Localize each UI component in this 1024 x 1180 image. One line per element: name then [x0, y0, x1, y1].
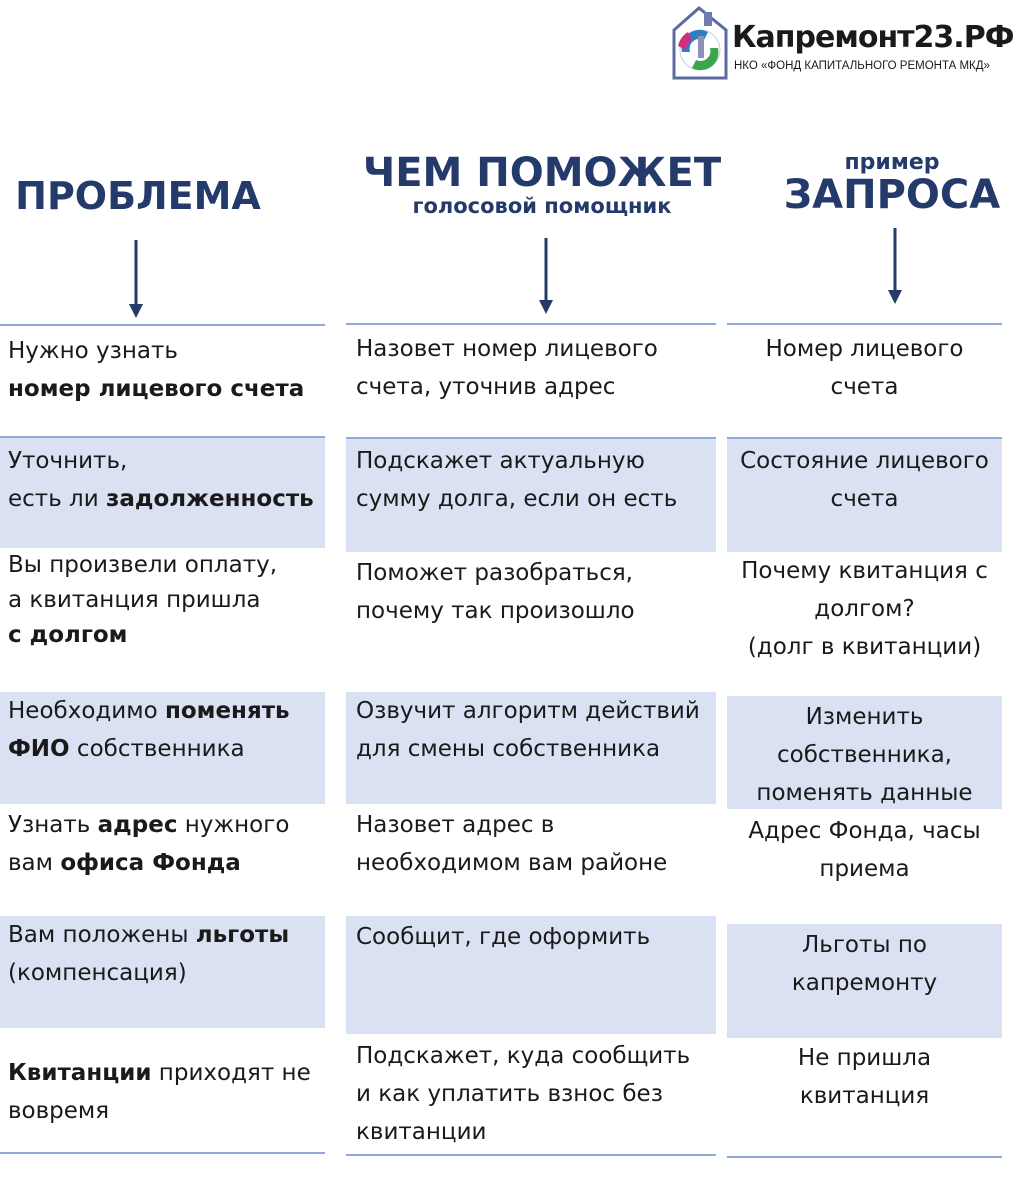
- text: квитанция: [799, 1083, 930, 1109]
- text: Уточнить,: [8, 448, 128, 474]
- text: вам: [8, 850, 61, 876]
- logo: Капремонт23.РФ НКО «ФОНД КАПИТАЛЬНОГО РЕ…: [668, 6, 1018, 84]
- text: Льготы по: [802, 932, 927, 958]
- example-cell-5: Адрес Фонда, часы приема: [727, 810, 1002, 924]
- problem-cell-5: Узнать адрес нужного вам офиса Фонда: [0, 804, 325, 916]
- text: (компенсация): [8, 960, 187, 986]
- text-bold: поменять: [164, 698, 290, 724]
- text-bold: Квитанции: [8, 1060, 152, 1086]
- header-help: ЧЕМ ПОМОЖЕТ: [362, 150, 722, 196]
- text: Назовет номер лицевого: [356, 336, 658, 362]
- text: собственника: [69, 736, 245, 762]
- logo-title[interactable]: Капремонт23.РФ: [732, 20, 1014, 55]
- text: квитанции: [356, 1119, 487, 1145]
- arrow-down-icon: [537, 238, 555, 316]
- arrow-down-icon: [127, 240, 145, 320]
- text: Номер лицевого: [765, 336, 964, 362]
- text-bold: задолженность: [106, 486, 314, 512]
- text: вовремя: [8, 1098, 110, 1124]
- text: капремонту: [791, 970, 938, 996]
- problem-cell-3: Вы произвели оплату, а квитанция пришла …: [0, 548, 325, 692]
- help-cell-3: Поможет разобраться, почему так произошл…: [346, 552, 716, 692]
- text: (долг в квитанции): [747, 634, 982, 660]
- help-cell-4: Озвучит алгоритм действий для смены собс…: [346, 692, 716, 804]
- text: Состояние лицевого: [740, 448, 989, 474]
- problem-cell-4: Необходимо поменять ФИО собственника: [0, 692, 325, 804]
- text: Почему квитанция с: [741, 558, 988, 584]
- text-bold: адрес: [97, 812, 178, 838]
- help-cell-6: Сообщит, где оформить: [346, 916, 716, 1034]
- problem-cell-1: Нужно узнать номер лицевого счета: [0, 324, 325, 436]
- example-cell-3: Почему квитанция с долгом? (долг в квита…: [727, 552, 1002, 696]
- text: счета: [830, 486, 899, 512]
- text: Озвучит алгоритм действий: [356, 698, 700, 724]
- text: собственника,: [777, 742, 952, 768]
- text: приходят не: [151, 1060, 311, 1086]
- help-cell-1: Назовет номер лицевого счета, уточнив ад…: [346, 323, 716, 437]
- help-cell-7: Подскажет, куда сообщить и как уплатить …: [346, 1036, 716, 1156]
- help-cell-2: Подскажет актуальную сумму долга, если о…: [346, 437, 716, 552]
- text: счета: [830, 374, 899, 400]
- text: Поможет разобраться,: [356, 560, 633, 586]
- text: Подскажет, куда сообщить: [356, 1043, 691, 1069]
- header-example: ЗАПРОСА: [783, 172, 1001, 218]
- text-bold: номер лицевого счета: [8, 376, 305, 402]
- text: Вы произвели оплату,: [8, 552, 278, 578]
- header-example-subtitle: пример: [844, 150, 940, 175]
- example-cell-1: Номер лицевого счета: [727, 323, 1002, 437]
- problem-cell-7: Квитанции приходят не вовремя: [0, 1034, 325, 1154]
- arrow-down-icon: [886, 228, 904, 306]
- text: и как уплатить взнос без: [356, 1081, 663, 1107]
- text-bold: с долгом: [8, 622, 128, 648]
- text: сумму долга, если он есть: [356, 486, 678, 512]
- problem-cell-2: Уточнить, есть ли задолженность: [0, 436, 325, 548]
- text: необходимом вам районе: [356, 850, 668, 876]
- problem-cell-6: Вам положены льготы (компенсация): [0, 916, 325, 1028]
- example-cell-4: Изменить собственника, поменять данные: [727, 696, 1002, 809]
- logo-subtitle: НКО «ФОНД КАПИТАЛЬНОГО РЕМОНТА МКД»: [734, 60, 990, 72]
- text: есть ли: [8, 486, 107, 512]
- text: нужного: [177, 812, 290, 838]
- example-cell-6: Льготы по капремонту: [727, 924, 1002, 1038]
- example-cell-7: Не пришла квитанция: [727, 1038, 1002, 1158]
- text: счета, уточнив адрес: [356, 374, 616, 400]
- text: поменять данные: [756, 780, 973, 806]
- text-bold: льготы: [195, 922, 290, 948]
- text: долгом?: [814, 596, 915, 622]
- header-problem: ПРОБЛЕМА: [15, 174, 261, 218]
- text: Вам положены: [8, 922, 196, 948]
- house-logo-icon: [672, 6, 728, 80]
- text: Адрес Фонда, часы: [748, 818, 981, 844]
- text: а квитанция пришла: [8, 587, 261, 613]
- text: Узнать: [8, 812, 98, 838]
- text-bold: ФИО: [8, 736, 70, 762]
- text: почему так произошло: [356, 598, 635, 624]
- text-bold: офиса Фонда: [60, 850, 241, 876]
- text: Подскажет актуальную: [356, 448, 645, 474]
- text: Нужно узнать: [8, 338, 178, 364]
- text: Назовет адрес в: [356, 812, 555, 838]
- example-cell-2: Состояние лицевого счета: [727, 437, 1002, 552]
- text: Изменить: [805, 704, 924, 730]
- text: для смены собственника: [356, 736, 661, 762]
- header-help-subtitle: голосовой помощник: [412, 194, 672, 218]
- text: приема: [819, 856, 910, 882]
- text: Сообщит, где оформить: [356, 924, 651, 950]
- text: Не пришла: [797, 1045, 932, 1071]
- help-cell-5: Назовет адрес в необходимом вам районе: [346, 804, 716, 916]
- text: Необходимо: [8, 698, 165, 724]
